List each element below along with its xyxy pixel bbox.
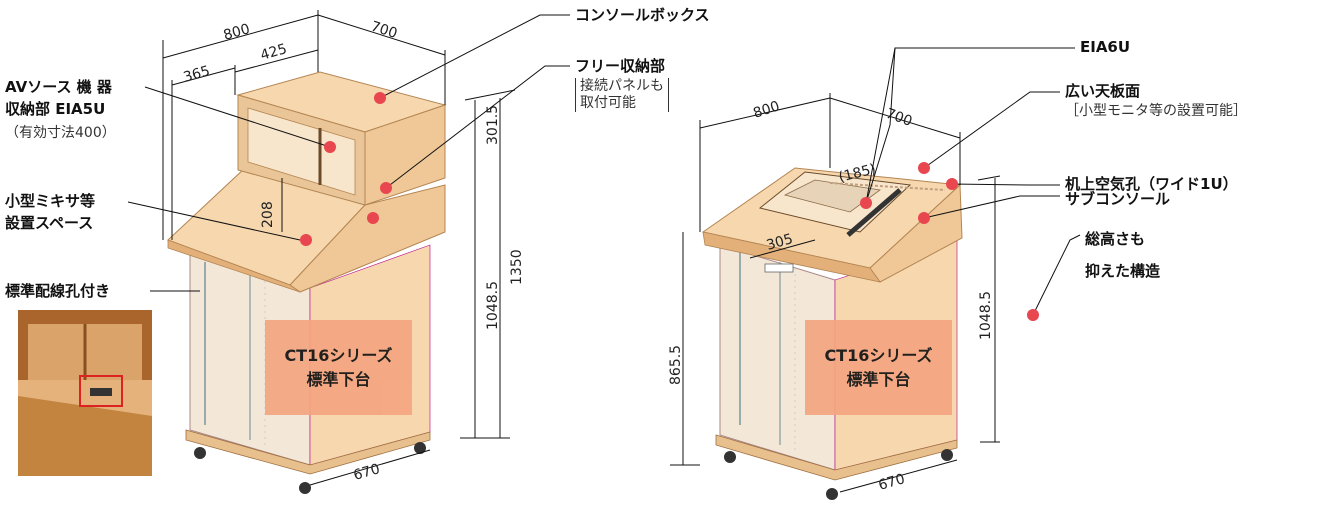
right-base-line1: CT16シリーズ [824, 345, 933, 365]
label-free-storage-note: 接続パネルも 取付可能 [575, 78, 669, 112]
right-marker [860, 197, 872, 209]
left-leader-lines [127, 14, 570, 292]
left-dimension-lines [162, 10, 516, 486]
left-dim-365: 365 [182, 63, 212, 86]
left-dim-208: 208 [260, 201, 276, 228]
label-vent: 机上空気孔（ワイド1U） [1065, 175, 1238, 193]
left-unit: 800 700 425 365 301.5 1350 208 1048.5 67… [127, 10, 570, 494]
label-free-storage: フリー収納部 [575, 57, 666, 75]
label-console-box: コンソールボックス [575, 6, 710, 24]
right-dim-800: 800 [751, 98, 781, 121]
right-marker [918, 162, 930, 174]
left-caster [194, 447, 206, 459]
label-mixer-line1: 小型ミキサ等 [5, 192, 96, 210]
label-top-surface-note: ［小型モニタ等の設置可能］ [1065, 103, 1247, 119]
right-caster-frame [715, 434, 958, 481]
right-caster [941, 449, 953, 461]
label-eia6u: EIA6U [1080, 38, 1131, 56]
left-dim-1350: 1350 [509, 249, 525, 285]
label-top-surface: 広い天板面 [1065, 82, 1141, 100]
right-dim-865-5: 865.5 [668, 345, 684, 385]
right-dim-1048-5: 1048.5 [978, 291, 994, 340]
label-mixer-line2: 設置スペース [5, 214, 94, 232]
right-base-line2: 標準下台 [846, 369, 911, 389]
label-sub-console: サブコンソール [1065, 190, 1171, 208]
left-marker [374, 92, 386, 104]
right-dim-305: 305 [765, 231, 795, 254]
right-base-label: CT16シリーズ 標準下台 [805, 320, 952, 415]
left-caster [299, 482, 311, 494]
left-dim-425: 425 [259, 41, 289, 64]
left-base-line2: 標準下台 [306, 369, 371, 389]
left-marker [324, 141, 336, 153]
right-dimension-lines [670, 93, 1001, 493]
right-dim-670: 670 [877, 471, 907, 494]
right-unit: 800 700 (185) 305 865.5 1048.5 670 [668, 47, 1081, 500]
label-av-source-note: （有効寸法400） [5, 125, 116, 141]
right-marker [918, 212, 930, 224]
product-photo [10, 306, 160, 476]
left-marker [380, 182, 392, 194]
left-caster [414, 442, 426, 454]
left-base-line1: CT16シリーズ [284, 345, 393, 365]
left-dim-800: 800 [222, 21, 252, 44]
right-marker [1027, 309, 1039, 321]
left-caster-frame [185, 429, 431, 475]
left-dim-1048-5: 1048.5 [485, 281, 501, 330]
label-height-line1: 総高さも [1085, 230, 1146, 248]
right-leader-lines [865, 47, 1081, 316]
label-height-line2: 抑えた構造 [1085, 262, 1161, 280]
left-base-label: CT16シリーズ 標準下台 [265, 320, 412, 415]
left-dim-670: 670 [352, 461, 382, 484]
right-caster [724, 451, 736, 463]
right-marker [946, 178, 958, 190]
left-marker [300, 234, 312, 246]
right-dim-700: 700 [884, 106, 915, 130]
left-dim-700: 700 [369, 19, 399, 42]
label-av-source-line1: AVソース 機 器 [5, 78, 112, 96]
left-marker [367, 212, 379, 224]
label-wiring-hole: 標準配線孔付き [5, 282, 111, 300]
label-av-source-line2: 収納部 EIA5U [5, 100, 106, 118]
left-dim-301-5: 301.5 [485, 105, 501, 145]
right-caster [826, 488, 838, 500]
